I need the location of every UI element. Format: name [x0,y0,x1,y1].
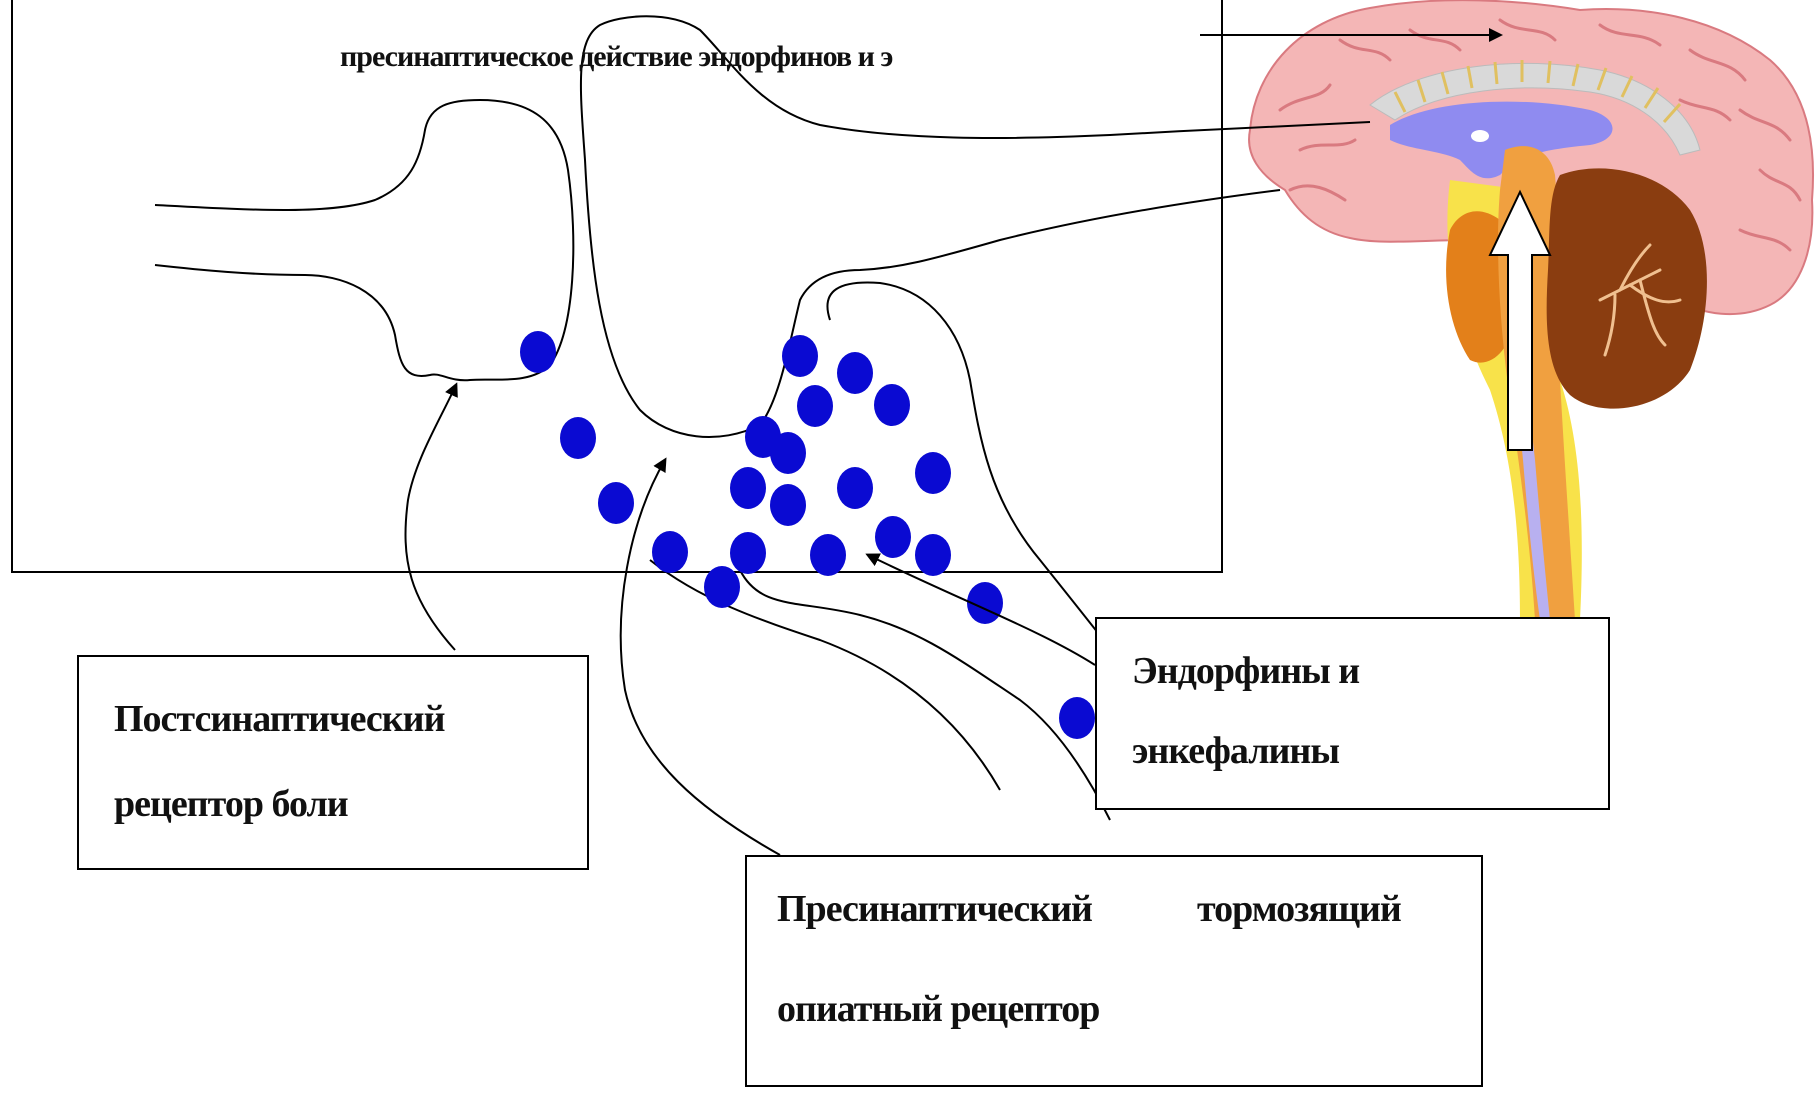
postsynaptic-label-line1: Постсинаптический [114,697,444,741]
vesicle [1059,697,1095,739]
vesicle [652,531,688,573]
postsynaptic-neuron-outline [155,100,573,380]
vesicle [704,566,740,608]
vesicle [770,432,806,474]
postsynaptic-pointer-arrow [405,385,456,650]
vesicle [797,385,833,427]
vesicle [915,452,951,494]
cerebellum [1547,168,1707,408]
presynaptic-label-line1a: Пресинаптический [777,887,1092,931]
endorphins-label-line2: энкефалины [1132,729,1339,773]
postsynaptic-label-line2: рецептор боли [114,782,348,826]
vesicle [730,467,766,509]
vesicle [810,534,846,576]
presynaptic-label-line2: опиатный рецептор [777,987,1099,1031]
presynaptic-pointer-arrow [621,460,780,855]
vesicle [915,534,951,576]
vesicle [874,384,910,426]
ventricle-spot [1471,130,1489,142]
endorphins-label-line1: Эндорфины и [1132,649,1359,693]
endorphins-label-box: Эндорфины и энкефалины [1095,617,1610,810]
presynaptic-label-box: Пресинаптический тормозящий опиатный рец… [745,855,1483,1087]
postsynaptic-label-box: Постсинаптический рецептор боли [77,655,589,870]
vesicle [770,484,806,526]
vesicle [837,352,873,394]
vesicle [837,467,873,509]
brain-illustration [1249,0,1813,620]
presynaptic-neuron-outline [581,16,1370,437]
vesicle [520,331,556,373]
vesicle [782,335,818,377]
vesicle [598,482,634,524]
presynaptic-label-line1b: тормозящий [1197,887,1401,931]
inhibitory-terminal-outline [740,570,1110,820]
diagram-title: пресинаптическое действие эндорфинов и э [340,40,892,74]
vesicle [560,417,596,459]
vesicle [875,516,911,558]
vesicle [730,532,766,574]
vesicles [520,331,1095,739]
